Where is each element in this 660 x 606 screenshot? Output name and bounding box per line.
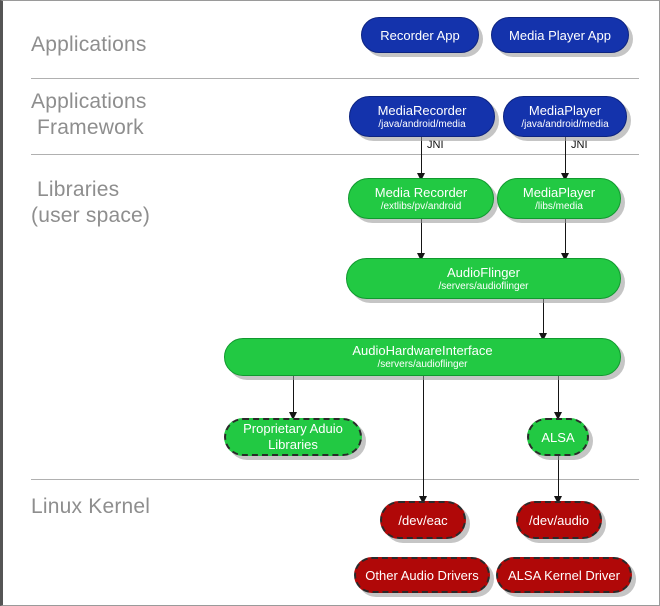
connector-audioflinger-audiohardwareinterface bbox=[543, 299, 544, 337]
connector-alsa-devaudio-arrow bbox=[554, 496, 562, 504]
connector-mediaplayer-jni-arrow bbox=[561, 173, 569, 181]
node-media-recorder-framework-path: /java/android/media bbox=[378, 118, 466, 130]
connector-mediarecorderlib-audioflinger bbox=[421, 219, 422, 257]
connector-ahi-proprietary-arrow bbox=[289, 412, 297, 420]
node-other-audio-drivers-title: Other Audio Drivers bbox=[365, 567, 479, 583]
node-audio-flinger-path: /servers/audioflinger bbox=[438, 280, 529, 292]
edge-label-jni-player: JNI bbox=[571, 139, 588, 151]
connector-mediarecorder-jni-arrow bbox=[417, 173, 425, 181]
node-alsa-title: ALSA bbox=[541, 429, 575, 445]
separator-libraries bbox=[31, 479, 639, 480]
node-proprietary-audio-libraries-subtitle: Libraries bbox=[268, 437, 318, 452]
node-media-player-lib-path: /libs/media bbox=[535, 200, 583, 212]
connector-mediaplayer-jni bbox=[565, 137, 566, 177]
connector-audioflinger-audiohardwareinterface-arrow bbox=[539, 333, 547, 341]
layer-label-libraries: Libraries (user space) bbox=[31, 178, 151, 227]
connector-ahi-alsa-arrow bbox=[554, 412, 562, 420]
node-media-player-lib[interactable]: MediaPlayer /libs/media bbox=[497, 178, 621, 219]
node-alsa[interactable]: ALSA bbox=[527, 418, 589, 456]
node-dev-audio-title: /dev/audio bbox=[529, 512, 589, 528]
node-media-recorder-framework-title: MediaRecorder bbox=[377, 102, 467, 118]
node-dev-audio[interactable]: /dev/audio bbox=[516, 501, 602, 539]
connector-ahi-proprietary bbox=[293, 376, 294, 416]
node-audio-hardware-interface-title: AudioHardwareInterface bbox=[352, 343, 493, 358]
connector-ahi-deveac bbox=[423, 376, 424, 500]
node-media-recorder-lib-path: /extlibs/pv/android bbox=[380, 200, 462, 212]
node-media-player-app-title: Media Player App bbox=[509, 27, 611, 43]
node-audio-hardware-interface[interactable]: AudioHardwareInterface /servers/audiofli… bbox=[224, 338, 621, 376]
node-media-player-framework-title: MediaPlayer bbox=[528, 102, 602, 118]
node-media-player-app[interactable]: Media Player App bbox=[491, 17, 629, 53]
node-other-audio-drivers[interactable]: Other Audio Drivers bbox=[354, 557, 490, 593]
node-media-player-framework-path: /java/android/media bbox=[521, 118, 609, 130]
separator-applications bbox=[31, 78, 639, 79]
node-media-recorder-lib[interactable]: Media Recorder /extlibs/pv/android bbox=[348, 178, 494, 219]
node-media-recorder-lib-title: Media Recorder bbox=[374, 184, 468, 200]
node-audio-hardware-interface-path: /servers/audioflinger bbox=[377, 359, 468, 370]
node-audio-flinger[interactable]: AudioFlinger /servers/audioflinger bbox=[346, 258, 621, 299]
separator-framework bbox=[31, 154, 639, 155]
node-media-player-framework[interactable]: MediaPlayer /java/android/media bbox=[503, 96, 627, 137]
connector-mediaplayerlib-audioflinger bbox=[565, 219, 566, 257]
node-proprietary-audio-libraries-title: Proprietary Aduio bbox=[243, 421, 343, 436]
node-alsa-kernel-driver-title: ALSA Kernel Driver bbox=[508, 567, 620, 583]
edge-label-jni-recorder: JNI bbox=[427, 139, 444, 151]
node-dev-eac[interactable]: /dev/eac bbox=[380, 501, 466, 539]
connector-alsa-devaudio bbox=[558, 456, 559, 500]
layer-label-applications: Applications bbox=[31, 33, 147, 56]
connector-mediaplayerlib-audioflinger-arrow bbox=[561, 253, 569, 261]
node-audio-flinger-title: AudioFlinger bbox=[447, 264, 520, 280]
layer-label-applications-framework: Applications Framework bbox=[31, 90, 147, 139]
connector-ahi-alsa bbox=[558, 376, 559, 416]
layer-label-linux-kernel: Linux Kernel bbox=[31, 495, 151, 518]
node-media-player-lib-title: MediaPlayer bbox=[522, 184, 596, 200]
node-alsa-kernel-driver[interactable]: ALSA Kernel Driver bbox=[496, 557, 632, 593]
connector-ahi-deveac-arrow bbox=[419, 496, 427, 504]
node-recorder-app[interactable]: Recorder App bbox=[361, 17, 479, 53]
node-recorder-app-title: Recorder App bbox=[380, 27, 460, 43]
node-media-recorder-framework[interactable]: MediaRecorder /java/android/media bbox=[349, 96, 495, 137]
connector-mediarecorderlib-audioflinger-arrow bbox=[417, 253, 425, 261]
connector-mediarecorder-jni bbox=[421, 137, 422, 177]
node-dev-eac-title: /dev/eac bbox=[398, 512, 448, 528]
node-proprietary-audio-libraries[interactable]: Proprietary Aduio Libraries bbox=[224, 418, 362, 456]
